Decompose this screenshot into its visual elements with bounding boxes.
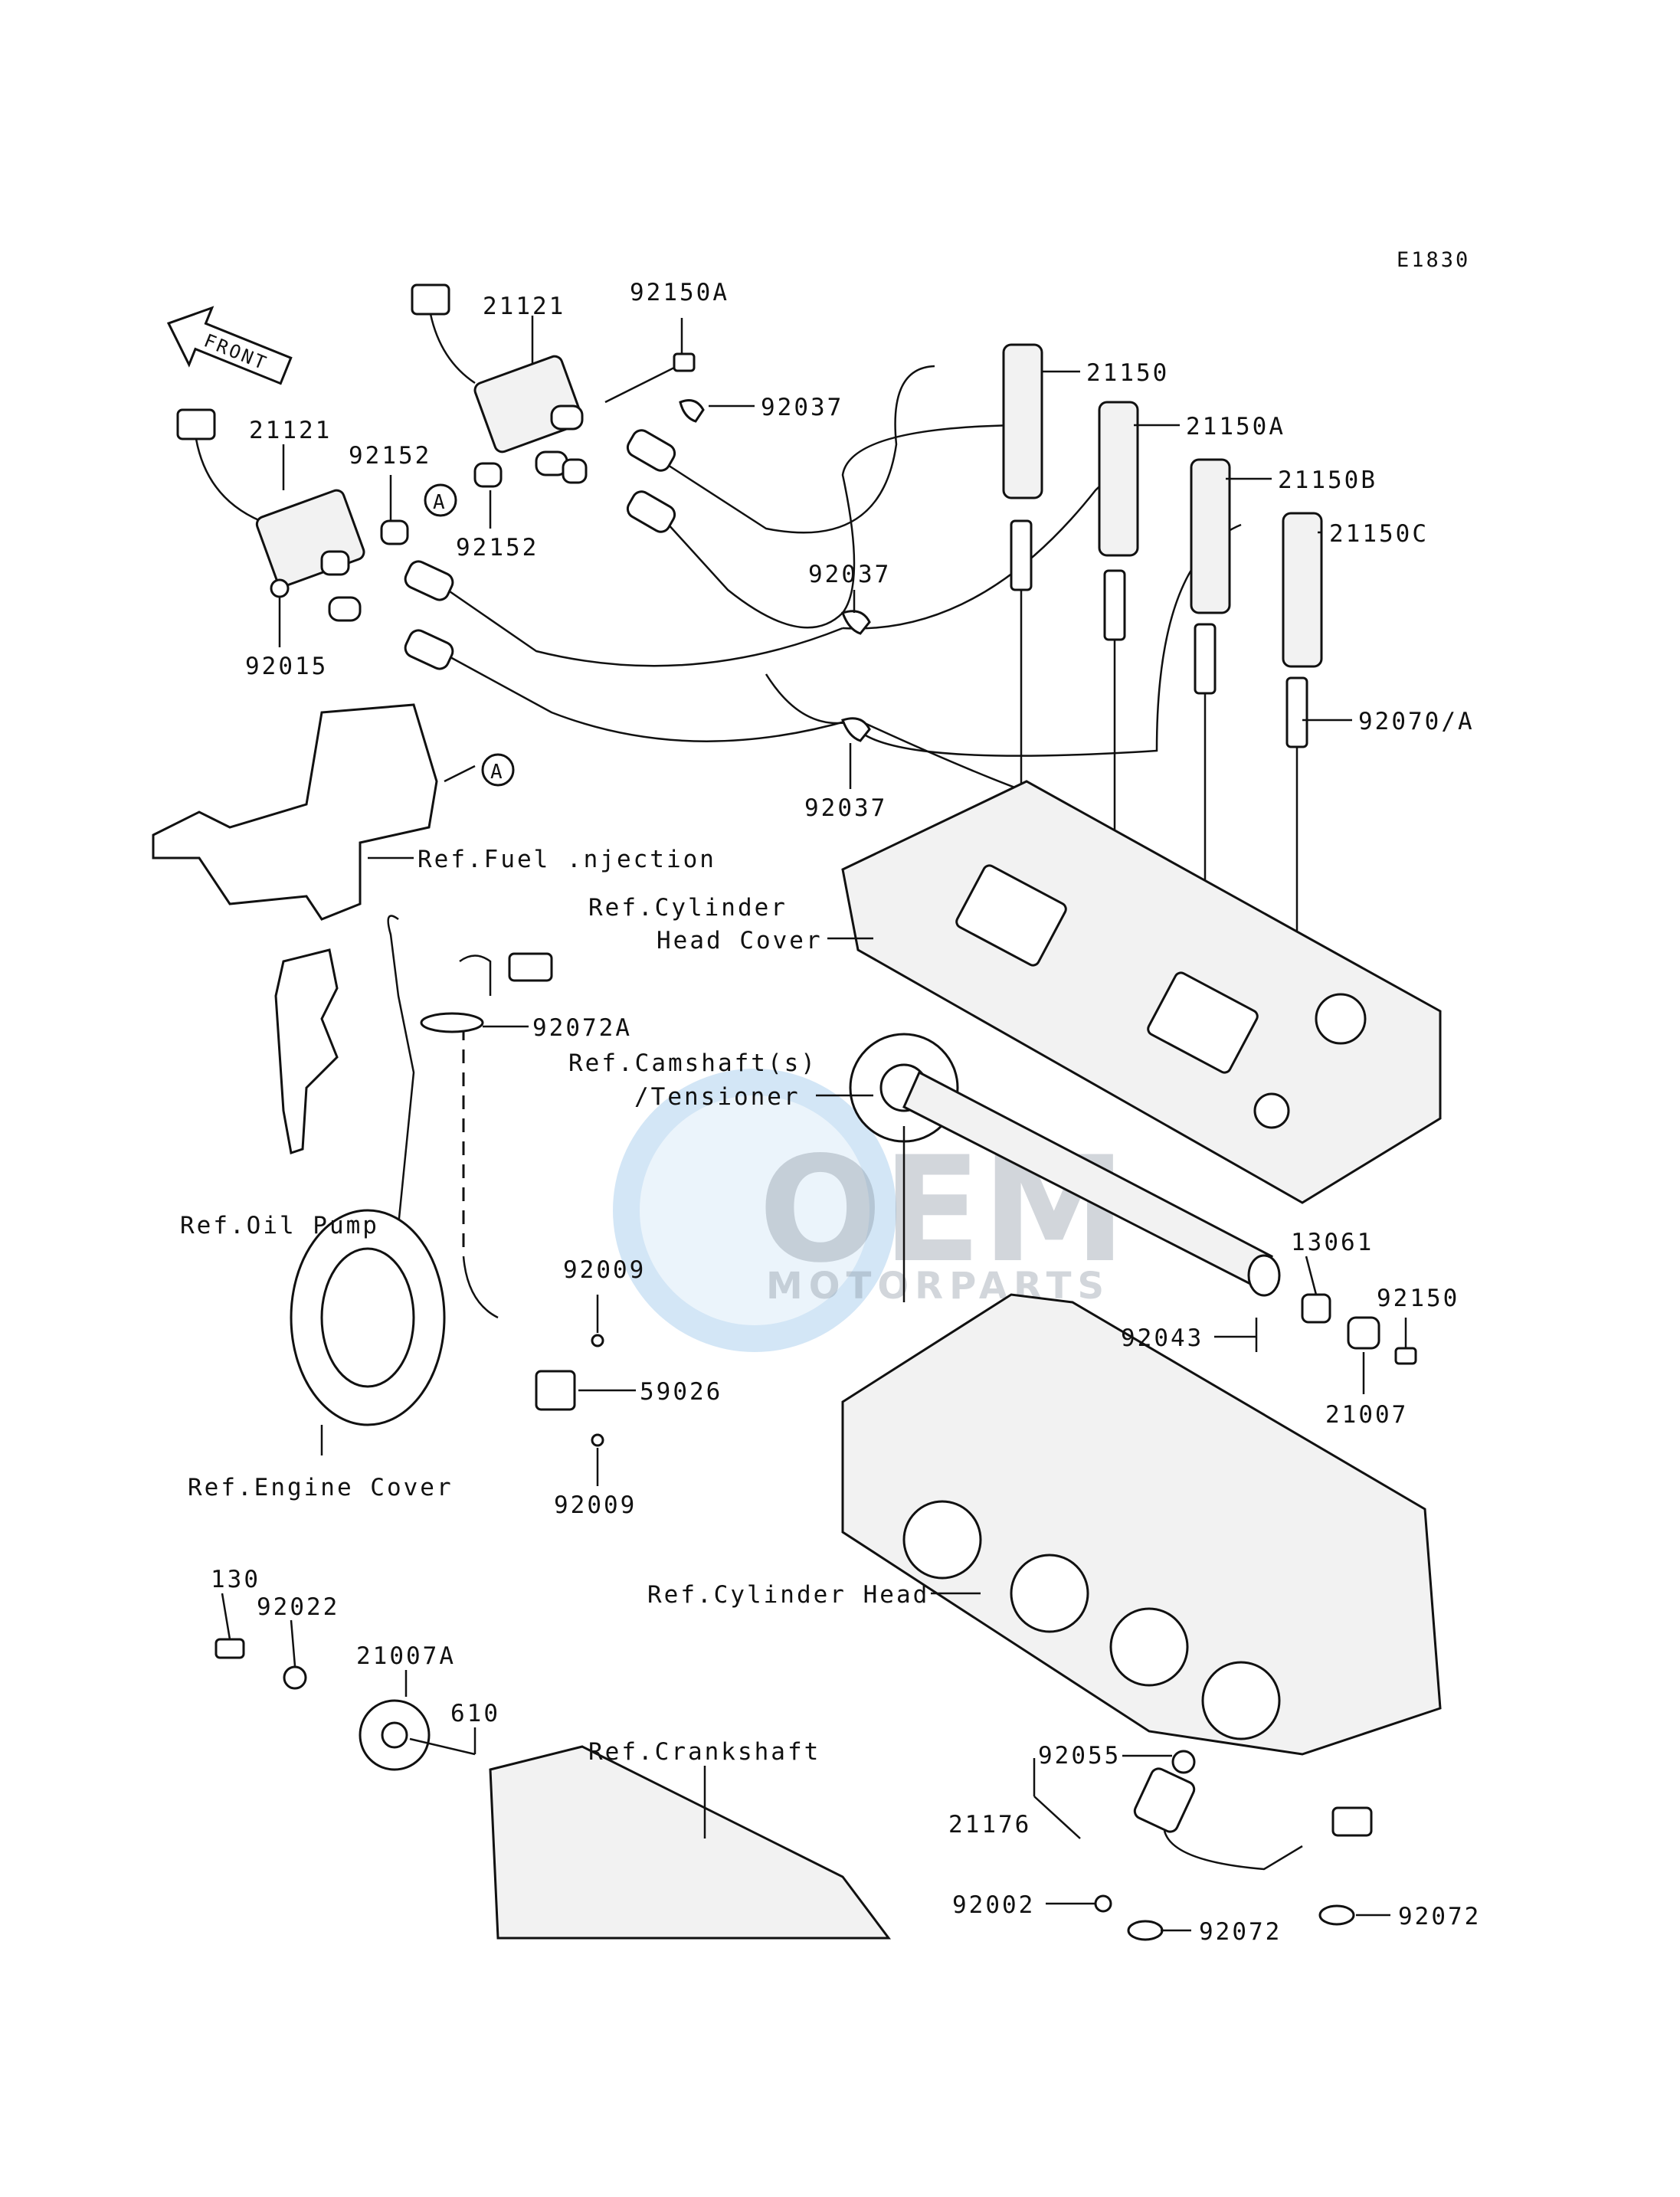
svg-text:A: A bbox=[433, 491, 445, 514]
bracket-fuel-injection bbox=[152, 703, 438, 921]
label-92022: 92022 bbox=[257, 1593, 339, 1621]
label-92037-low: 92037 bbox=[804, 794, 887, 822]
label-ref-fuel-injection: Ref.Fuel .njection bbox=[418, 846, 716, 873]
label-92072-b: 92072 bbox=[1398, 1903, 1481, 1930]
cylinder-head bbox=[841, 1293, 1442, 1756]
label-21150: 21150 bbox=[1086, 359, 1169, 387]
label-21150C: 21150C bbox=[1329, 520, 1429, 548]
bolt-92150 bbox=[1394, 1347, 1417, 1365]
label-ref-engine-cover: Ref.Engine Cover bbox=[188, 1474, 454, 1501]
callout-a-lower: A bbox=[481, 753, 515, 787]
collar-92152-lower bbox=[380, 519, 409, 545]
label-130: 130 bbox=[211, 1566, 260, 1593]
clamp-92037-mid bbox=[841, 610, 871, 635]
label-92043: 92043 bbox=[1121, 1324, 1204, 1352]
label-21150A: 21150A bbox=[1186, 413, 1285, 440]
label-59026: 59026 bbox=[640, 1378, 722, 1406]
label-ref-crankshaft: Ref.Crankshaft bbox=[588, 1738, 820, 1766]
label-610: 610 bbox=[450, 1700, 500, 1727]
svg-text:A: A bbox=[490, 761, 503, 784]
label-ref-oil-pump: Ref.Oil Pump bbox=[180, 1212, 379, 1239]
camshaft bbox=[849, 1033, 1281, 1297]
front-arrow: FRONT bbox=[166, 306, 293, 385]
bushing-13061 bbox=[1301, 1293, 1331, 1324]
band-92072A bbox=[420, 1012, 484, 1033]
label-21176: 21176 bbox=[948, 1811, 1031, 1838]
sensor-59026 bbox=[459, 952, 604, 1447]
label-92015: 92015 bbox=[245, 653, 328, 680]
label-92152-b: 92152 bbox=[456, 534, 539, 562]
label-ref-camshaft-2: /Tensioner bbox=[634, 1083, 801, 1111]
label-21007A: 21007A bbox=[356, 1642, 456, 1670]
crankshaft-area bbox=[215, 1638, 891, 1940]
nut-92015 bbox=[270, 578, 290, 598]
label-21007: 21007 bbox=[1325, 1401, 1408, 1429]
label-21121-top: 21121 bbox=[483, 293, 565, 320]
clamp-92037-low bbox=[841, 717, 871, 742]
diagram-code: E1830 bbox=[1397, 248, 1470, 272]
label-92150: 92150 bbox=[1377, 1285, 1459, 1312]
label-92037-top: 92037 bbox=[761, 394, 843, 421]
label-ref-cylinder-head-cover-1: Ref.Cylinder bbox=[588, 894, 788, 922]
ignition-coil-upper bbox=[411, 283, 588, 484]
label-ref-cylinder-head: Ref.Cylinder Head bbox=[647, 1581, 929, 1609]
label-92072A: 92072A bbox=[532, 1014, 632, 1042]
sensor-21176 bbox=[1094, 1750, 1373, 1941]
ignition-leads bbox=[404, 365, 1242, 791]
callout-a-upper: A bbox=[424, 483, 457, 517]
label-92070A: 92070/A bbox=[1358, 708, 1475, 735]
collar-92152-upper bbox=[473, 462, 503, 488]
label-ref-camshaft-1: Ref.Camshaft(s) bbox=[568, 1049, 817, 1077]
label-92009-low: 92009 bbox=[554, 1491, 637, 1519]
clamp-92037-top bbox=[679, 399, 705, 423]
label-21121-left: 21121 bbox=[249, 417, 332, 444]
label-92037-mid: 92037 bbox=[808, 561, 891, 588]
oil-pump-gasket bbox=[274, 948, 339, 1154]
label-92150A: 92150A bbox=[630, 279, 729, 306]
plug-caps bbox=[1002, 343, 1323, 668]
label-13061: 13061 bbox=[1291, 1229, 1374, 1256]
label-ref-cylinder-head-cover-2: Head Cover bbox=[657, 927, 823, 954]
dipstick bbox=[387, 915, 415, 1226]
label-92055: 92055 bbox=[1038, 1742, 1121, 1770]
label-92002: 92002 bbox=[952, 1891, 1035, 1919]
label-92009-top: 92009 bbox=[563, 1256, 646, 1284]
engine-cover bbox=[290, 1209, 446, 1426]
label-92072-a: 92072 bbox=[1199, 1918, 1282, 1946]
ignition-coil-lower bbox=[176, 408, 365, 622]
label-92152-a: 92152 bbox=[349, 442, 431, 470]
rotor-21007 bbox=[1347, 1316, 1380, 1350]
leader-lines bbox=[221, 316, 1407, 1932]
part-labels: 21121 21121 92150A 92037 92152 92152 920… bbox=[180, 279, 1481, 1946]
label-21150B: 21150B bbox=[1278, 467, 1377, 494]
bolt-92150A bbox=[604, 352, 696, 404]
